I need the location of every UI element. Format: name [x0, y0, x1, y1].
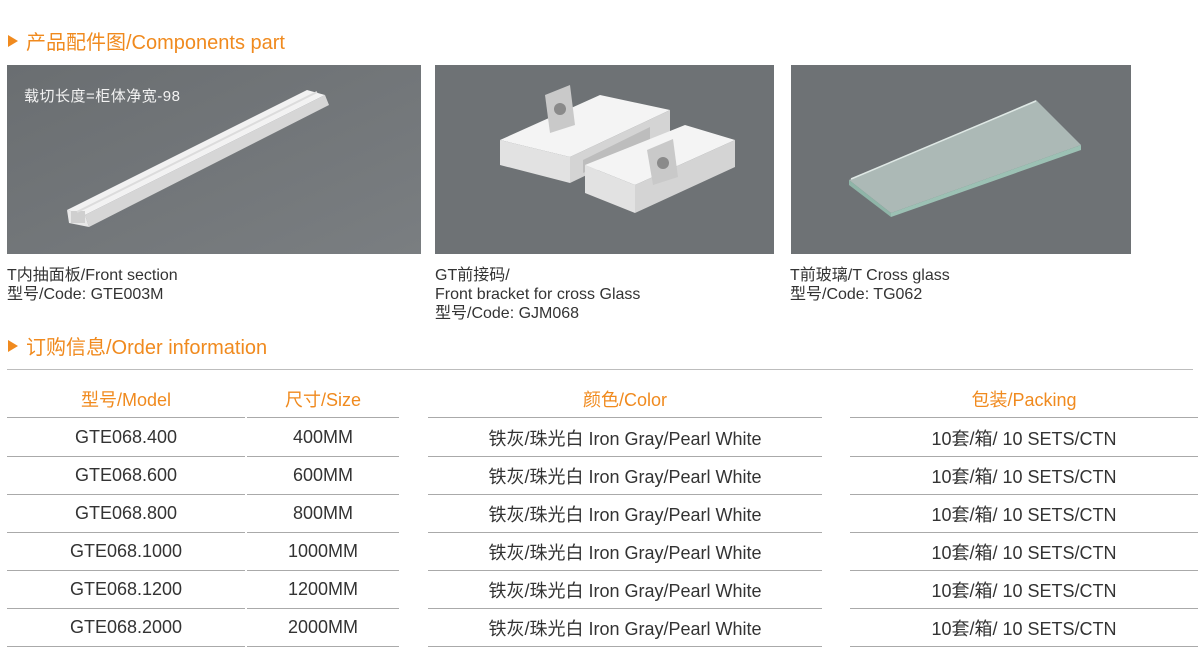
- packing-cell: 10套/箱/ 10 SETS/CTN: [850, 495, 1198, 533]
- cross-glass-illustration: [791, 65, 1131, 254]
- model-cell: GTE068.800: [7, 495, 245, 533]
- front-section-illustration: [7, 65, 421, 254]
- packing-cell: 10套/箱/ 10 SETS/CTN: [850, 457, 1198, 495]
- component-caption-2: GT前接码/ Front bracket for cross Glass 型号/…: [435, 266, 640, 323]
- order-title: 订购信息/Order information: [26, 337, 268, 359]
- component-name: Front bracket for cross Glass: [435, 286, 641, 303]
- components-section-heading: 产品配件图/Components part: [8, 26, 285, 55]
- table-row: GTE068.600 600MM 铁灰/珠光白 Iron Gray/Pearl …: [7, 457, 1198, 495]
- table-header-row: 型号/Model 尺寸/Size 颜色/Color 包装/Packing: [7, 380, 1198, 418]
- header-packing: 包装/Packing: [850, 380, 1198, 418]
- model-cell: GTE068.1000: [7, 533, 245, 571]
- color-cell: 铁灰/珠光白 Iron Gray/Pearl White: [428, 419, 822, 457]
- model-cell: GTE068.1200: [7, 571, 245, 609]
- component-caption-3: T前玻璃/T Cross glass 型号/Code: TG062: [790, 266, 950, 304]
- size-cell: 2000MM: [247, 609, 399, 647]
- color-cell: 铁灰/珠光白 Iron Gray/Pearl White: [428, 571, 822, 609]
- table-row: GTE068.2000 2000MM 铁灰/珠光白 Iron Gray/Pear…: [7, 609, 1198, 647]
- component-code: 型号/Code: TG062: [790, 286, 923, 303]
- component-caption-1: T内抽面板/Front section 型号/Code: GTE003M: [7, 266, 178, 304]
- model-cell: GTE068.600: [7, 457, 245, 495]
- header-size: 尺寸/Size: [247, 380, 399, 418]
- color-cell: 铁灰/珠光白 Iron Gray/Pearl White: [428, 457, 822, 495]
- size-cell: 800MM: [247, 495, 399, 533]
- size-cell: 1000MM: [247, 533, 399, 571]
- component-name-cn: GT前接码/: [435, 267, 510, 284]
- color-cell: 铁灰/珠光白 Iron Gray/Pearl White: [428, 495, 822, 533]
- triangle-bullet-icon: [8, 339, 18, 352]
- component-code: 型号/Code: GTE003M: [7, 286, 164, 303]
- color-cell: 铁灰/珠光白 Iron Gray/Pearl White: [428, 609, 822, 647]
- model-cell: GTE068.400: [7, 419, 245, 457]
- component-name: T内抽面板/Front section: [7, 267, 178, 284]
- component-name: T前玻璃/T Cross glass: [790, 267, 950, 284]
- packing-cell: 10套/箱/ 10 SETS/CTN: [850, 419, 1198, 457]
- front-bracket-illustration: [435, 65, 774, 254]
- model-cell: GTE068.2000: [7, 609, 245, 647]
- size-cell: 400MM: [247, 419, 399, 457]
- table-row: GTE068.800 800MM 铁灰/珠光白 Iron Gray/Pearl …: [7, 495, 1198, 533]
- color-cell: 铁灰/珠光白 Iron Gray/Pearl White: [428, 533, 822, 571]
- header-model: 型号/Model: [7, 380, 245, 418]
- packing-cell: 10套/箱/ 10 SETS/CTN: [850, 533, 1198, 571]
- triangle-bullet-icon: [8, 34, 18, 47]
- front-section-photo: 载切长度=柜体净宽-98: [7, 65, 421, 254]
- packing-cell: 10套/箱/ 10 SETS/CTN: [850, 571, 1198, 609]
- cross-glass-photo: [791, 65, 1131, 254]
- components-title: 产品配件图/Components part: [26, 32, 285, 54]
- size-cell: 600MM: [247, 457, 399, 495]
- packing-cell: 10套/箱/ 10 SETS/CTN: [850, 609, 1198, 647]
- table-row: GTE068.1200 1200MM 铁灰/珠光白 Iron Gray/Pear…: [7, 571, 1198, 609]
- component-code: 型号/Code: GJM068: [435, 305, 580, 322]
- table-row: GTE068.1000 1000MM 铁灰/珠光白 Iron Gray/Pear…: [7, 533, 1198, 571]
- table-top-rule: [7, 369, 1193, 370]
- header-color: 颜色/Color: [428, 380, 822, 418]
- order-section-heading: 订购信息/Order information: [8, 331, 267, 360]
- size-cell: 1200MM: [247, 571, 399, 609]
- front-bracket-photo: [435, 65, 774, 254]
- cut-length-note: 载切长度=柜体净宽-98: [24, 88, 181, 105]
- table-row: GTE068.400 400MM 铁灰/珠光白 Iron Gray/Pearl …: [7, 419, 1198, 457]
